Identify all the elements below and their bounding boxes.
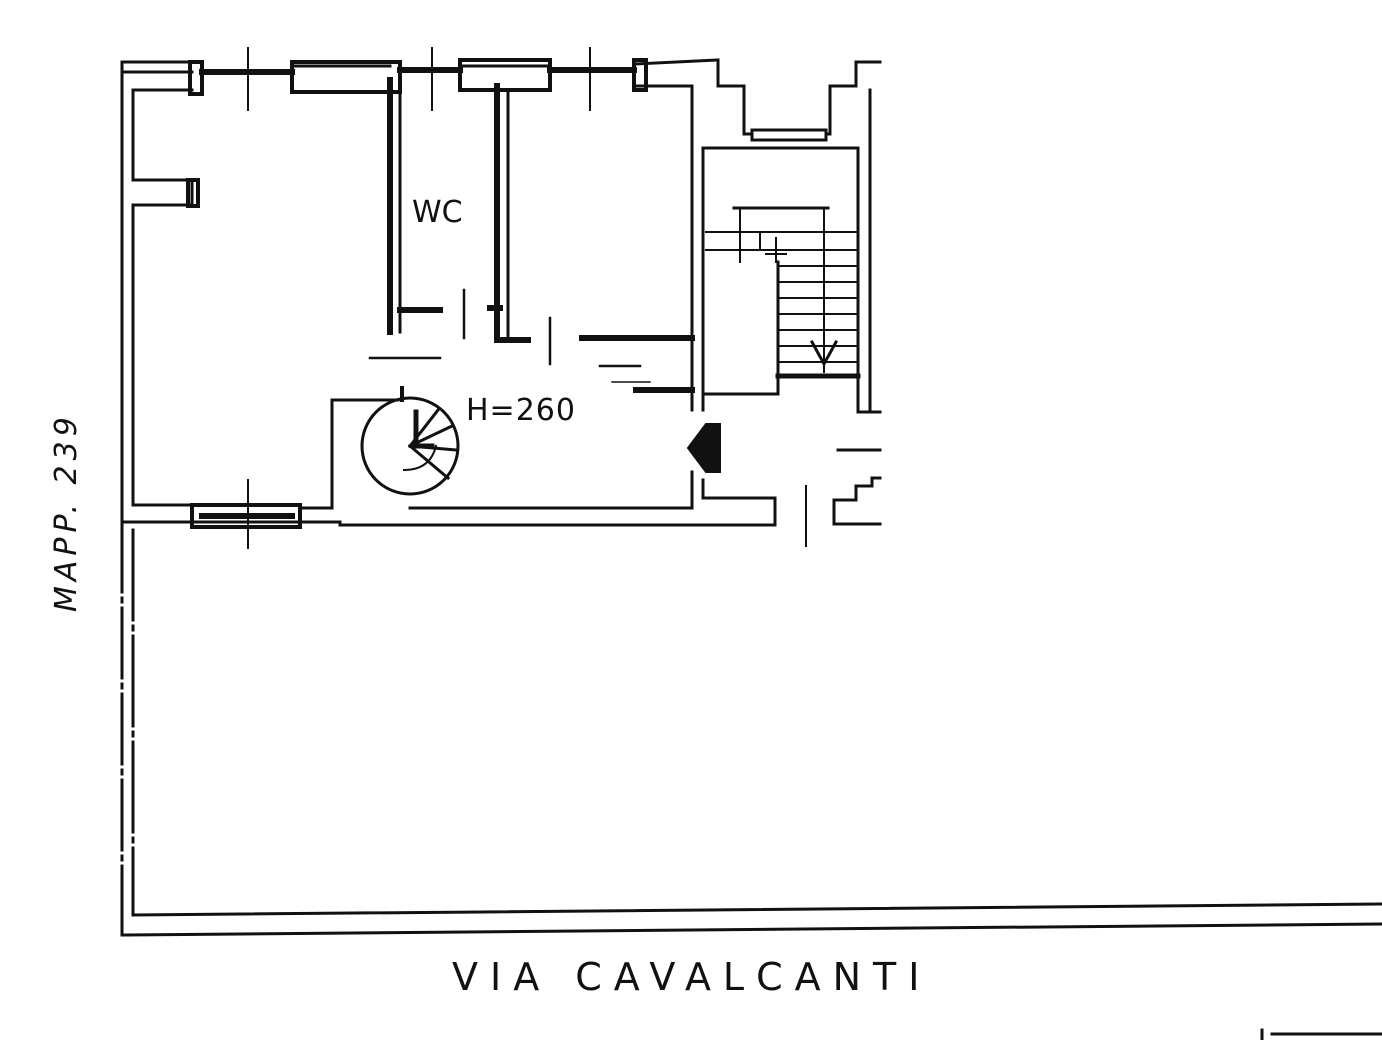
outer-walls	[120, 58, 777, 527]
entrance-steps	[805, 448, 882, 547]
left-wall-opening	[131, 178, 200, 208]
spiral-staircase-icon	[360, 386, 460, 496]
ceiling-height-label: H=260	[466, 393, 576, 428]
entrance-arrow-icon	[686, 423, 721, 473]
top-windows	[188, 47, 648, 111]
interior-walls	[387, 77, 695, 393]
parcel-label: MAPP. 239	[49, 412, 84, 612]
door-marks	[368, 288, 651, 383]
street-label: VIA CAVALCANTI	[452, 955, 931, 999]
stairwell	[701, 60, 882, 414]
room-label-wc: WC	[412, 195, 463, 230]
lot-boundary	[120, 520, 1382, 1040]
bottom-window	[190, 479, 302, 549]
